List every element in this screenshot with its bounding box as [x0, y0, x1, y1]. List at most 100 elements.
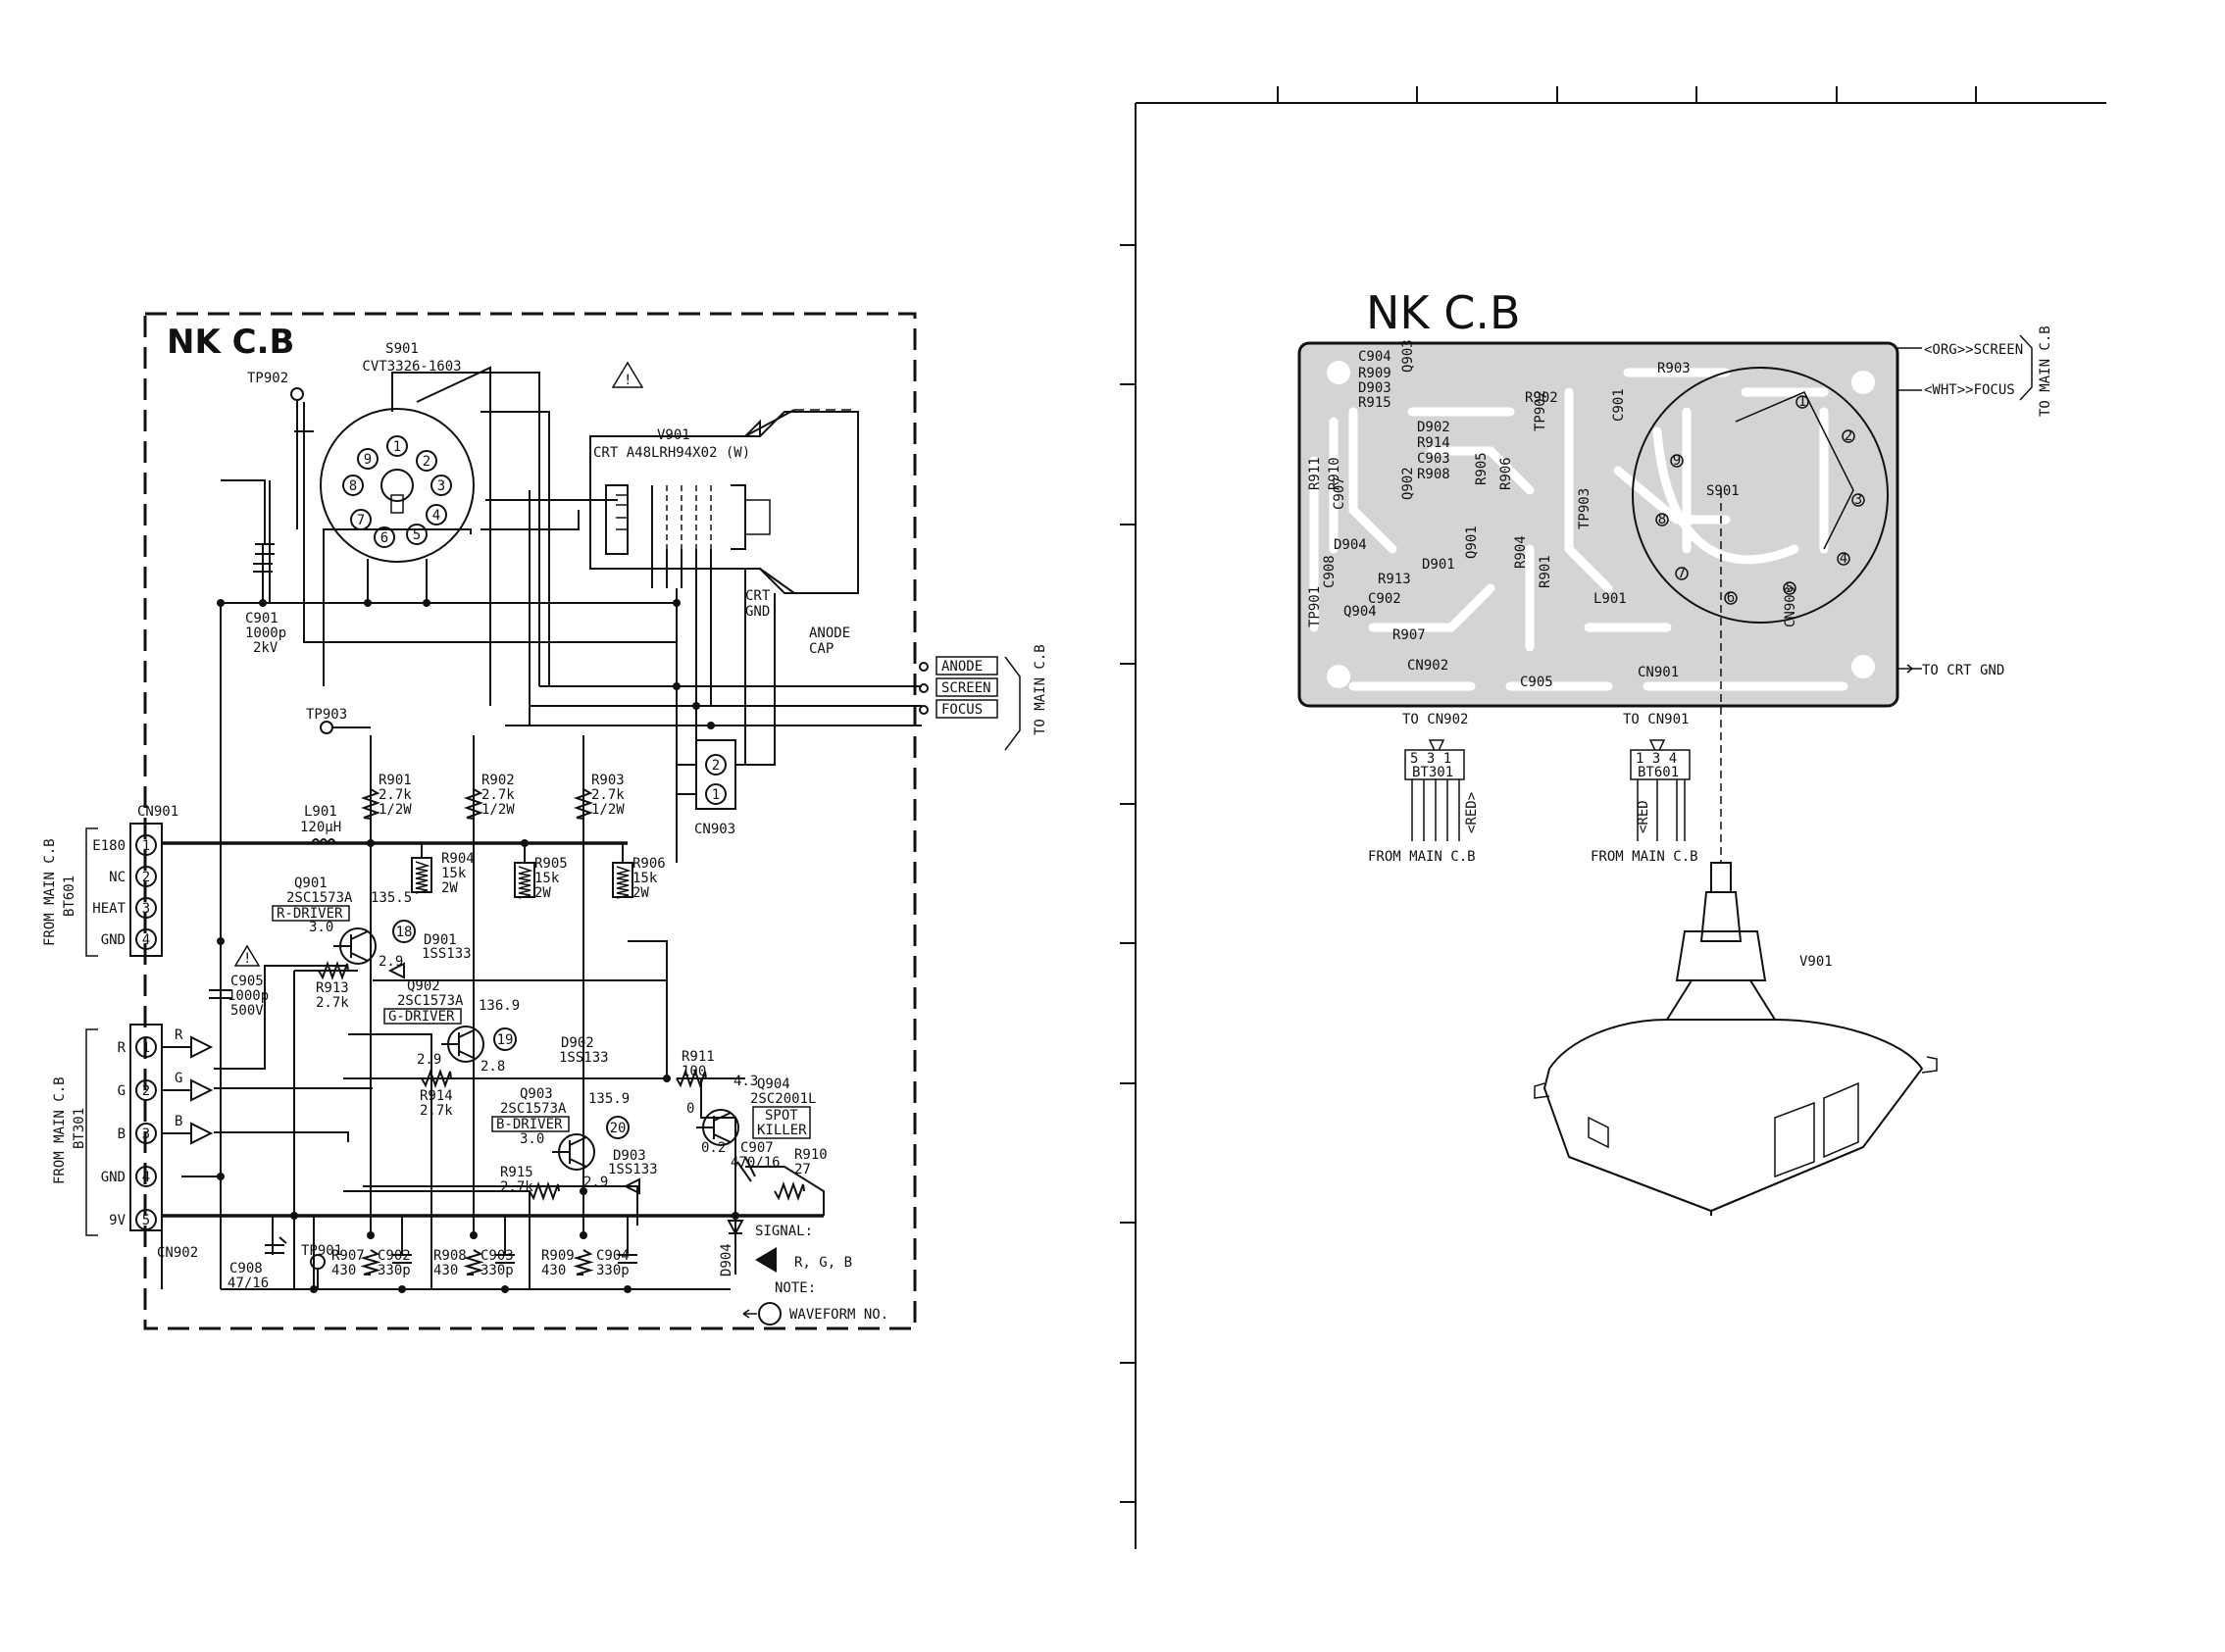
- svg-text:CN902: CN902: [1407, 658, 1448, 674]
- svg-text:R914: R914: [1417, 435, 1450, 451]
- output-screen: SCREEN: [919, 677, 998, 697]
- legend-signal: SIGNAL:: [755, 1224, 813, 1239]
- cn901-pin: 2NC: [109, 866, 157, 887]
- svg-text:330p: 330p: [378, 1263, 411, 1278]
- svg-text:R911: R911: [682, 1049, 715, 1065]
- testpoints: TP902 TP903 TP901: [247, 371, 371, 1289]
- svg-text:Q904: Q904: [757, 1076, 790, 1092]
- svg-text:1: 1: [1798, 394, 1806, 410]
- svg-text:47/16: 47/16: [228, 1276, 269, 1291]
- svg-text:<ORG>>SCREEN: <ORG>>SCREEN: [1924, 342, 2023, 358]
- svg-text:C905: C905: [230, 974, 264, 989]
- svg-text:B: B: [175, 1114, 182, 1129]
- svg-text:D901: D901: [424, 932, 457, 948]
- svg-text:R913: R913: [1378, 572, 1411, 587]
- svg-text:<WHT>>FOCUS: <WHT>>FOCUS: [1924, 382, 2015, 398]
- svg-text:7: 7: [1678, 566, 1686, 581]
- svg-text:TP903: TP903: [1577, 488, 1593, 529]
- svg-text:L901: L901: [304, 804, 337, 820]
- svg-text:330p: 330p: [480, 1263, 514, 1278]
- svg-text:R908: R908: [433, 1248, 467, 1264]
- svg-text:120µH: 120µH: [300, 820, 341, 835]
- svg-text:2: 2: [423, 454, 430, 470]
- svg-text:Q902: Q902: [1400, 467, 1416, 500]
- svg-text:20: 20: [610, 1121, 627, 1136]
- svg-text:R908: R908: [1417, 467, 1450, 482]
- legend-note: NOTE:: [775, 1280, 816, 1296]
- cn903-pin: 2: [705, 754, 727, 776]
- svg-text:B: B: [118, 1126, 126, 1142]
- svg-text:470/16: 470/16: [731, 1155, 781, 1171]
- svg-text:SPOT: SPOT: [765, 1108, 798, 1124]
- svg-text:R915: R915: [500, 1165, 533, 1180]
- svg-text:8: 8: [349, 478, 357, 494]
- svg-text:7: 7: [357, 513, 365, 528]
- svg-text:TP901: TP901: [1307, 586, 1323, 627]
- connector-cn902: CN902 FROM MAIN C.B BT301: [52, 1024, 198, 1261]
- svg-text:R910: R910: [794, 1147, 828, 1163]
- cn902-pin: 59V: [109, 1209, 157, 1230]
- svg-text:Q902: Q902: [407, 978, 440, 994]
- svg-text:ANODE: ANODE: [941, 659, 983, 675]
- svg-text:R906: R906: [632, 856, 666, 872]
- svg-text:15k: 15k: [441, 866, 467, 881]
- svg-text:V901: V901: [1799, 954, 1833, 970]
- svg-text:TO CN901: TO CN901: [1623, 712, 1689, 727]
- svg-text:2.9: 2.9: [583, 1175, 608, 1190]
- cn902-sub: BT301: [72, 1108, 87, 1149]
- svg-text:2: 2: [1845, 428, 1852, 444]
- cn901-ref: CN901: [137, 804, 178, 820]
- socket-pin: 8: [342, 475, 364, 496]
- pcb-board: [1297, 341, 1899, 708]
- svg-text:Q903: Q903: [520, 1086, 553, 1102]
- socket-part: CVT3326-1603: [362, 359, 461, 375]
- svg-text:19: 19: [497, 1032, 514, 1048]
- cap-c905: ! C905 1000p 500V: [209, 944, 269, 1019]
- socket-pin: 3: [430, 475, 452, 496]
- svg-text:4: 4: [142, 932, 150, 948]
- svg-text:C903: C903: [1417, 451, 1450, 467]
- svg-text:430: 430: [541, 1263, 566, 1278]
- svg-text:R901: R901: [1538, 555, 1553, 588]
- svg-text:18: 18: [396, 925, 413, 940]
- svg-text:1SS133: 1SS133: [422, 946, 472, 962]
- svg-text:TO CRT GND: TO CRT GND: [1922, 663, 2004, 678]
- svg-text:2.7k: 2.7k: [500, 1179, 533, 1195]
- transistor-q903: Q903 2SC1573A B-DRIVER: [491, 1086, 595, 1171]
- svg-text:G-DRIVER: G-DRIVER: [388, 1009, 455, 1025]
- socket-pin: 9: [357, 448, 379, 470]
- svg-text:430: 430: [331, 1263, 356, 1278]
- diode-d902: D902 1SS133: [559, 1035, 609, 1066]
- svg-text:4: 4: [1840, 551, 1847, 567]
- svg-text:9: 9: [1673, 453, 1681, 469]
- pcb-traces: [1309, 361, 1889, 691]
- cn902-from: FROM MAIN C.B: [52, 1076, 68, 1184]
- svg-text:2.7k: 2.7k: [316, 995, 349, 1011]
- svg-text:R-DRIVER: R-DRIVER: [277, 906, 343, 922]
- tp902-label: TP902: [247, 371, 288, 386]
- svg-text:FROM MAIN C.B: FROM MAIN C.B: [1591, 849, 1698, 865]
- svg-text:1/2W: 1/2W: [591, 802, 625, 818]
- svg-text:C907: C907: [740, 1140, 774, 1156]
- svg-text:6: 6: [380, 530, 388, 546]
- output-anode: ANODE: [919, 656, 998, 676]
- svg-text:R905: R905: [1474, 452, 1490, 485]
- svg-text:1: 1: [142, 1040, 150, 1056]
- svg-text:135.5: 135.5: [371, 890, 412, 906]
- svg-text:R910: R910: [1327, 457, 1342, 490]
- svg-text:R915: R915: [1358, 395, 1391, 411]
- svg-text:2kV: 2kV: [253, 640, 278, 656]
- svg-text:3: 3: [437, 478, 445, 494]
- svg-text:TO CN902: TO CN902: [1402, 712, 1468, 727]
- cap-c901: C901 1000p 2kV: [245, 544, 286, 656]
- svg-text:9V: 9V: [109, 1213, 126, 1228]
- svg-text:4.3: 4.3: [733, 1074, 758, 1089]
- transistor-q902: Q902 2SC1573A G-DRIVER: [383, 978, 484, 1063]
- svg-text:2SC1573A: 2SC1573A: [286, 890, 353, 906]
